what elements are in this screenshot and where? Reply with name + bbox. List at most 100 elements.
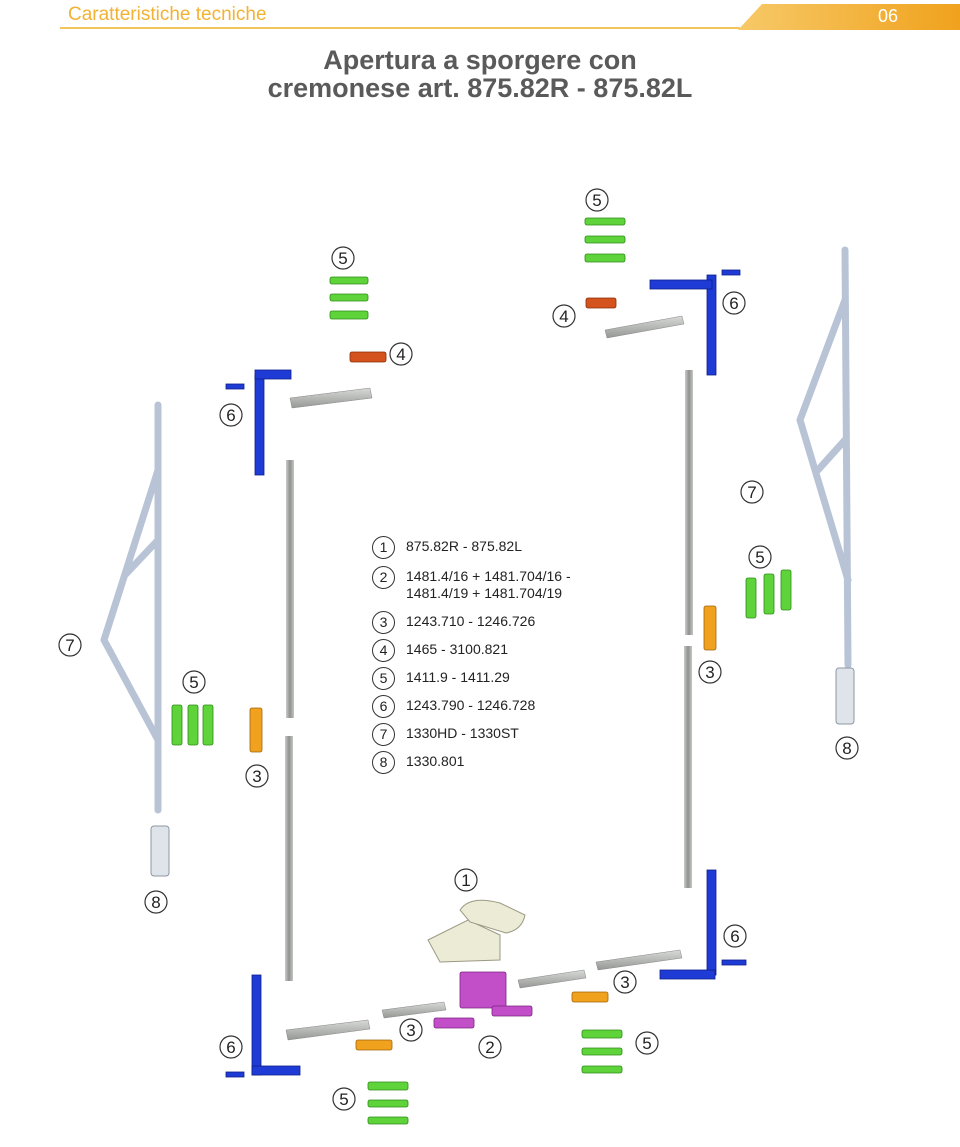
guide-bottom-1	[355, 1039, 393, 1051]
legend-number: 7	[372, 723, 395, 746]
callout-3: 3	[698, 660, 722, 684]
svg-text:4: 4	[559, 307, 568, 326]
legend-number: 6	[372, 695, 395, 718]
callout-8: 8	[144, 890, 168, 914]
callout-5: 5	[585, 188, 609, 212]
svg-text:3: 3	[705, 663, 714, 682]
callout-6: 6	[219, 403, 243, 427]
legend-label: 1243.710 - 1246.726	[406, 613, 536, 629]
svg-text:5: 5	[339, 1090, 348, 1109]
stop-top-left	[349, 351, 387, 363]
corner-top-right	[649, 269, 741, 376]
callout-4: 4	[552, 304, 576, 328]
rod-right-lower	[684, 646, 692, 888]
legend-label: 875.82R - 875.82L	[406, 538, 522, 554]
callout-7: 7	[58, 633, 82, 657]
title-line-2: cremonese art. 875.82R - 875.82L	[267, 73, 693, 103]
callout-3: 3	[399, 1018, 423, 1042]
bar-top-left	[289, 387, 373, 409]
bar-top-right	[604, 315, 685, 339]
corner-top-left	[225, 369, 292, 476]
callout-3: 3	[613, 970, 637, 994]
svg-text:4: 4	[396, 345, 405, 364]
callout-5: 5	[635, 1031, 659, 1055]
handle	[427, 899, 526, 963]
svg-text:3: 3	[406, 1021, 415, 1040]
callout-5: 5	[182, 670, 206, 694]
callout-6: 6	[722, 291, 746, 315]
legend-label: 1411.9 - 1411.29	[406, 669, 510, 685]
guide-bottom-2	[571, 991, 609, 1003]
page-number: 06	[877, 6, 898, 26]
legend-label: 1330HD - 1330ST	[406, 725, 519, 741]
legend-number: 5	[372, 667, 395, 690]
legend-label: 1481.4/16 + 1481.704/16 - 1481.4/19 + 14…	[406, 568, 571, 601]
legend-number: 1	[372, 536, 395, 559]
pivot-left	[150, 825, 170, 877]
callout-7: 7	[740, 480, 764, 504]
legend-label: 1465 - 3100.821	[406, 641, 508, 657]
svg-text:6: 6	[226, 406, 235, 425]
callout-5: 5	[331, 246, 355, 270]
keeper-set-bottom-right	[581, 1029, 623, 1074]
header-rule	[60, 27, 740, 29]
gearbox-body	[459, 971, 507, 1009]
bar-bottom-1	[285, 1019, 371, 1041]
corner-bottom-left	[225, 974, 301, 1078]
callout-1: 1	[454, 868, 478, 892]
callout-5: 5	[332, 1087, 356, 1111]
page-title: Apertura a sporgere con cremonese art. 8…	[0, 46, 960, 102]
stop-top-right	[585, 297, 617, 309]
svg-text:2: 2	[485, 1038, 494, 1057]
callout-2: 2	[478, 1035, 502, 1059]
legend-number: 4	[372, 639, 395, 662]
callout-8: 8	[835, 736, 859, 760]
svg-text:7: 7	[65, 636, 74, 655]
keeper-set-left	[171, 704, 214, 746]
gearbox-link-right	[491, 1005, 533, 1017]
title-line-1: Apertura a sporgere con	[323, 45, 637, 75]
callout-4: 4	[389, 342, 413, 366]
friction-stay-left	[100, 401, 162, 814]
svg-text:5: 5	[755, 548, 764, 567]
bar-bottom-3	[517, 969, 587, 989]
callout-6: 6	[723, 924, 747, 948]
svg-text:8: 8	[842, 739, 851, 758]
corner-bottom-right	[659, 869, 747, 980]
keeper-set-top-left	[329, 276, 369, 320]
svg-text:5: 5	[592, 191, 601, 210]
legend-number: 3	[372, 611, 395, 634]
svg-text:6: 6	[730, 927, 739, 946]
rod-left-upper	[286, 460, 294, 718]
section-title: Caratteristiche tecniche	[68, 4, 267, 25]
pivot-right	[835, 667, 855, 725]
callout-3: 3	[245, 764, 269, 788]
guide-right	[703, 605, 717, 651]
callout-6: 6	[219, 1035, 243, 1059]
legend-number: 8	[372, 751, 395, 774]
legend-label: 1330.801	[406, 753, 465, 769]
page-tab	[738, 4, 960, 30]
svg-text:3: 3	[620, 973, 629, 992]
svg-text:6: 6	[729, 294, 738, 313]
svg-text:5: 5	[642, 1034, 651, 1053]
svg-text:6: 6	[226, 1038, 235, 1057]
guide-left	[249, 707, 263, 753]
svg-text:3: 3	[252, 767, 261, 786]
svg-text:5: 5	[338, 249, 347, 268]
callout-5: 5	[748, 545, 772, 569]
svg-text:7: 7	[747, 483, 756, 502]
svg-text:8: 8	[151, 893, 160, 912]
legend-number: 2	[372, 566, 395, 589]
keeper-set-top-right	[584, 217, 626, 263]
bar-bottom-2	[381, 1001, 447, 1019]
svg-text:1: 1	[461, 871, 470, 890]
legend-label: 1243.790 - 1246.728	[406, 697, 536, 713]
rod-left-lower	[285, 736, 293, 981]
gearbox-link-left	[433, 1017, 475, 1029]
svg-text:5: 5	[189, 673, 198, 692]
keeper-set-right	[745, 569, 792, 619]
friction-stay-right	[796, 246, 852, 669]
bar-bottom-4	[595, 949, 683, 971]
